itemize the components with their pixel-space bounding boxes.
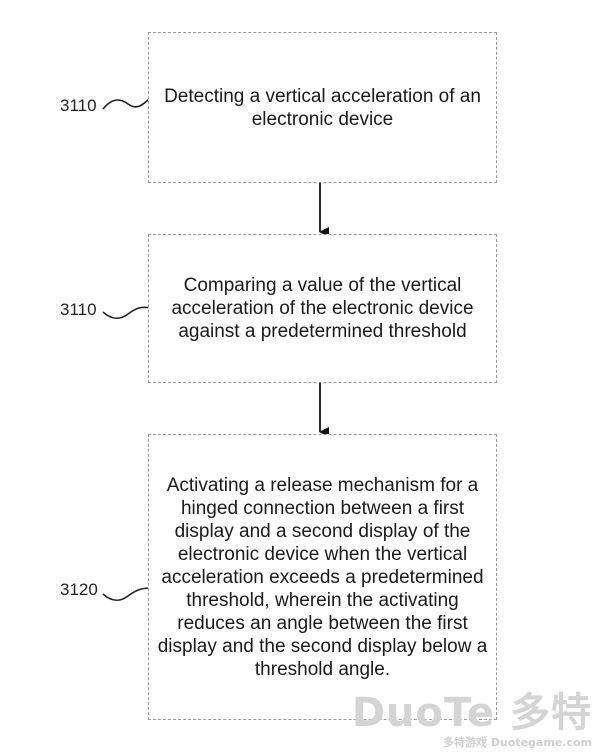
leader-3 [102,587,151,602]
leader-2 [102,306,151,320]
step-2-text: Comparing a value of the vertical accele… [171,275,474,342]
step-1-text: Detecting a vertical acceleration of an … [164,85,481,130]
watermark: DuoTe 多特 多特游戏 Duotegame.com [352,692,592,750]
step-1-box: Detecting a vertical acceleration of an … [148,32,497,183]
step-3-text: Activating a release mechanism for a hin… [157,474,488,680]
step-3-box: Activating a release mechanism for a hin… [148,434,497,720]
watermark-url: 多特游戏 Duotegame.com [442,736,592,749]
leader-1 [102,97,151,110]
step-2-box: Comparing a value of the vertical accele… [148,234,497,383]
step-3-ref: 3120 [60,580,98,599]
step-1-ref: 3110 [60,96,97,115]
watermark-logo: DuoTe 多特 [351,690,592,736]
step-2-ref: 3110 [60,300,97,319]
